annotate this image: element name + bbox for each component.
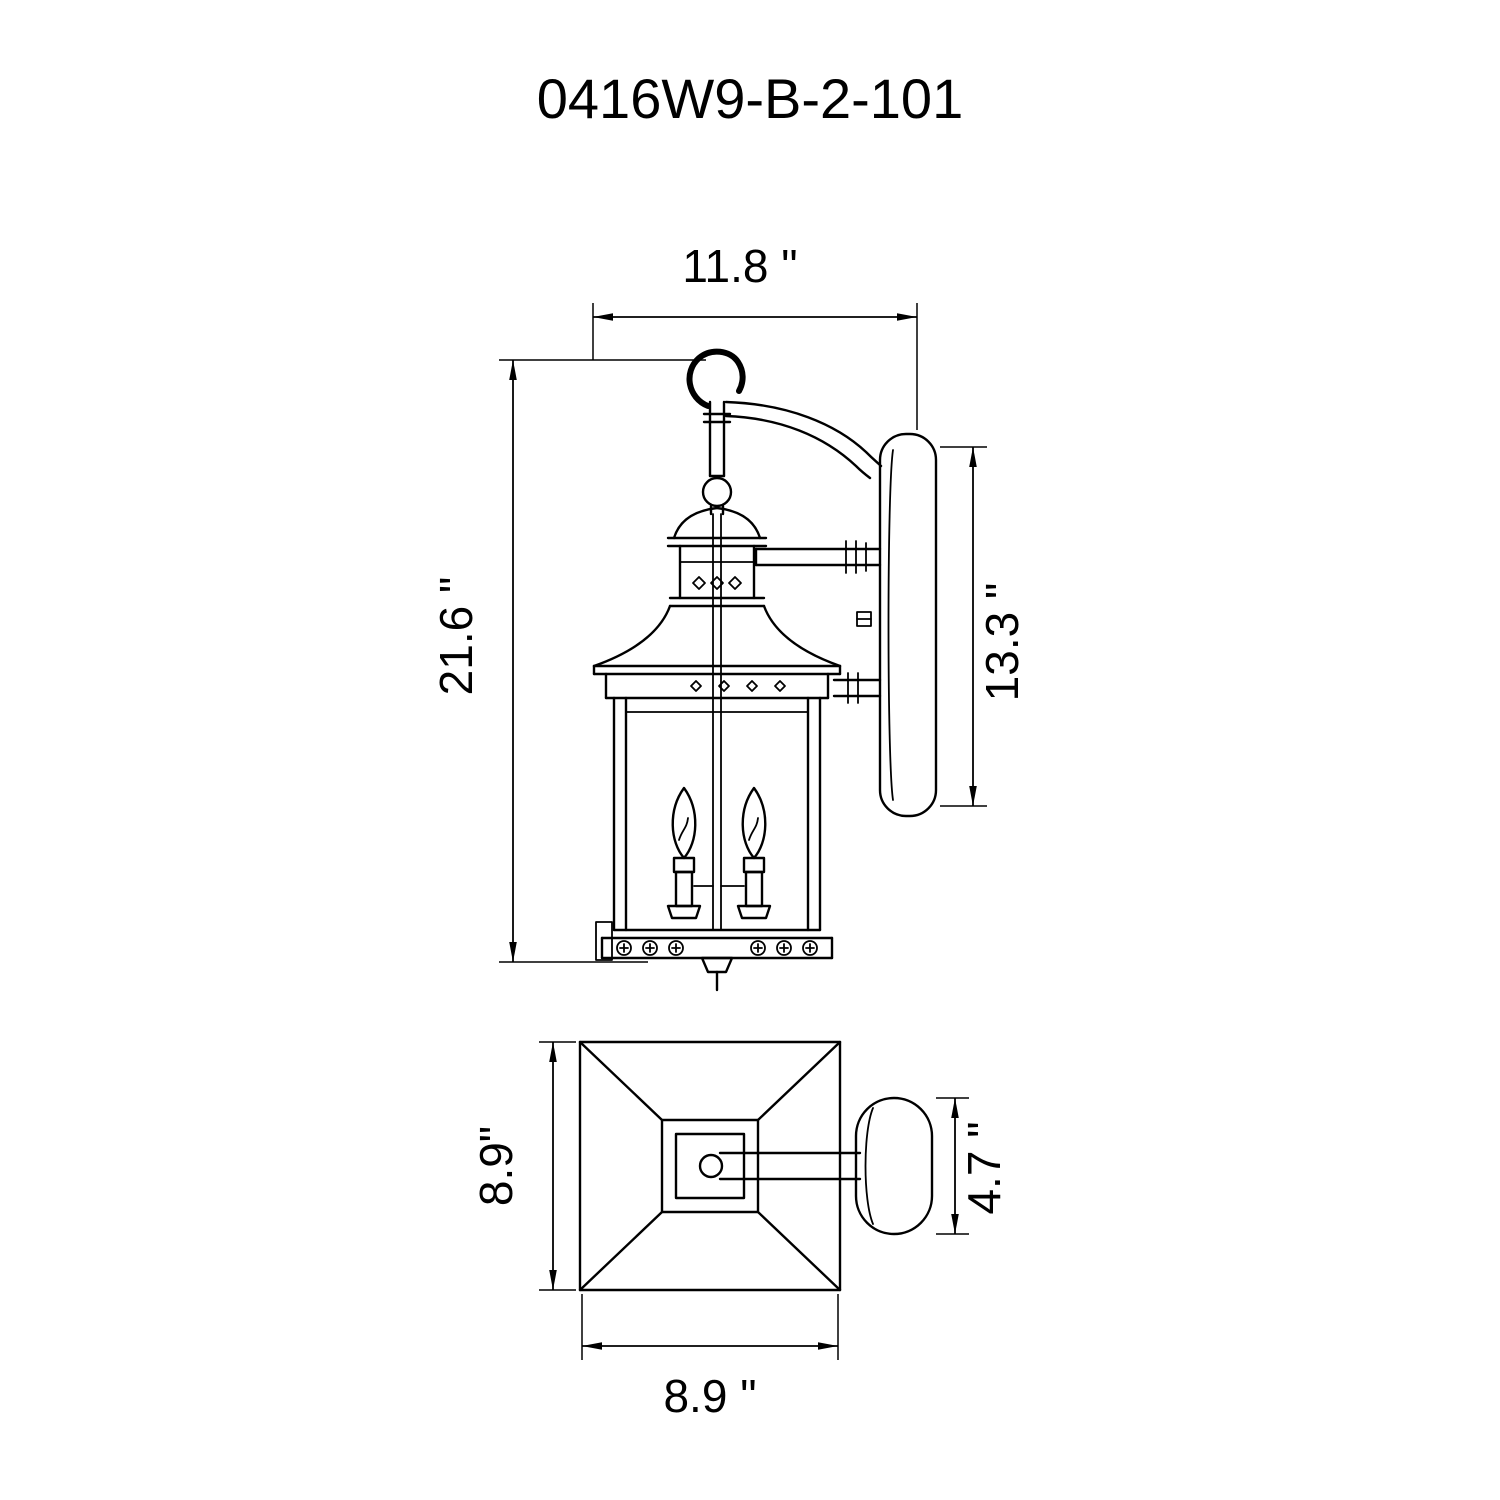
dimension-backplate-height: 13.3 " [940,446,1028,807]
dim-label-overall-height: 21.6 " [430,577,482,696]
wall-backplate-plan [854,1096,934,1236]
dimension-backplate-width: 4.7 " [936,1097,1010,1235]
dim-label-plan-depth: 8.9" [470,1126,522,1206]
lantern-cap [666,506,768,608]
drawing-title: 0416W9-B-2-101 [537,67,963,130]
lantern-base [595,921,834,992]
hook-finial [686,348,746,409]
dimension-annotations: 11.8 " 21.6 " 13.3 " 8.9" 8. [430,240,1028,1422]
dimension-overall-height: 21.6 " [430,359,706,963]
dim-label-plan-width: 8.9 " [663,1370,756,1422]
candle-bulb-left [666,786,702,920]
top-plan-view [578,1040,934,1292]
scroll-arm [724,400,883,480]
glass-cage [612,513,822,932]
side-elevation-view [592,348,938,992]
wall-backplate-side [856,432,938,818]
candle-bulb-right [693,786,772,920]
dim-label-backplate-width: 4.7 " [958,1121,1010,1214]
lantern-roof [592,604,842,700]
upper-mount-bar [754,540,882,574]
dim-label-top-width: 11.8 " [682,240,797,292]
dimension-plan-depth: 8.9" [470,1041,576,1291]
dimension-plan-width: 8.9 " [581,1294,839,1422]
dim-label-backplate-height: 13.3 " [976,583,1028,702]
dimension-top-width: 11.8 " [592,240,918,430]
lower-mount-bar [832,672,882,704]
top-stem [701,400,733,516]
